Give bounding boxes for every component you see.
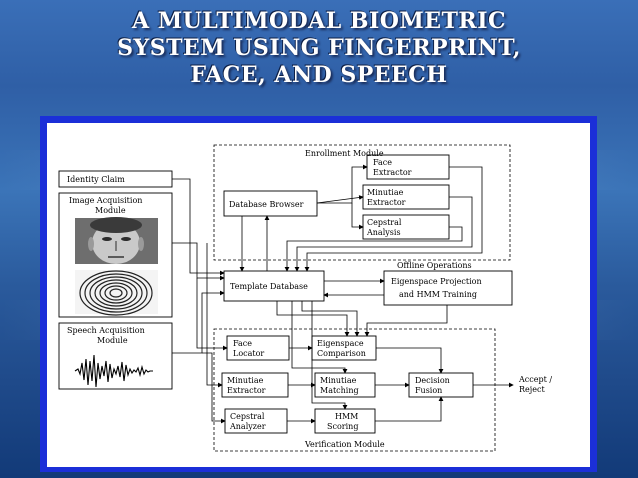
face-extractor-label-1: Face (373, 158, 392, 167)
eigenspace-comparison-label-1: Eigenspace (317, 339, 364, 348)
fingerprint-image (75, 270, 158, 316)
face-image (75, 217, 158, 264)
eigenspace-comparison-label-2: Comparison (317, 349, 366, 358)
system-diagram: Enrollment Module Verification Module Id… (47, 123, 590, 467)
cepstral-analysis-label-1: Cepstral (367, 218, 402, 227)
template-database-label: Template Database (230, 282, 308, 291)
image-acquisition-label-1: Image Acquisition (69, 196, 142, 205)
minutiae-matching-label-2: Matching (320, 386, 359, 395)
eigenspace-projection-label-2: and HMM Training (399, 290, 477, 299)
slide-title: A MULTIMODAL BIOMETRIC SYSTEM USING FING… (0, 8, 638, 89)
template-database-box (223, 270, 325, 302)
speech-acquisition-label-1: Speech Acquisition (67, 326, 145, 335)
decision-fusion-label-1: Decision (415, 376, 450, 385)
speech-acquisition-label-2: Module (97, 336, 128, 345)
verification-module-region (213, 328, 496, 452)
connectors (172, 164, 514, 424)
identity-claim-label: Identity Claim (67, 175, 125, 184)
minutiae-extractor-enroll-label-1: Minutiae (367, 188, 404, 197)
hmm-scoring-label-2: Scoring (327, 422, 358, 431)
enrollment-module-region (213, 144, 511, 261)
face-extractor-label-2: Extractor (373, 168, 412, 177)
cepstral-analyzer-label-1: Cepstral (230, 412, 265, 421)
accept-reject-label-1: Accept / (518, 375, 552, 384)
minutiae-extractor-verify-label-2: Extractor (227, 386, 266, 395)
minutiae-extractor-verify-label-1: Minutiae (227, 376, 264, 385)
eigenspace-projection-label-1: Eigenspace Projection (391, 277, 482, 286)
decision-fusion-label-2: Fusion (415, 386, 442, 395)
enrollment-module-label: Enrollment Module (305, 149, 384, 158)
image-acquisition-box (58, 192, 173, 318)
database-browser-box (223, 190, 318, 217)
face-locator-label-1: Face (233, 339, 252, 348)
title-line-2: SYSTEM USING FINGERPRINT, (117, 35, 521, 61)
speech-acquisition-box (58, 322, 173, 390)
offline-operations-label: Offline Operations (397, 261, 472, 270)
image-acquisition-label-2: Module (95, 206, 126, 215)
cepstral-analysis-label-2: Analysis (366, 228, 401, 237)
database-browser-label: Database Browser (229, 200, 304, 209)
title-line-1: A MULTIMODAL BIOMETRIC (131, 8, 507, 34)
eigenspace-projection-box (383, 270, 513, 306)
title-line-3: FACE, AND SPEECH (190, 62, 448, 88)
hmm-scoring-label-1: HMM (335, 412, 358, 421)
minutiae-extractor-enroll-label-2: Extractor (367, 198, 406, 207)
speech-waveform (74, 354, 153, 388)
face-locator-label-2: Locator (233, 349, 264, 358)
verification-module-label: Verification Module (304, 440, 385, 449)
cepstral-analyzer-label-2: Analyzer (229, 422, 266, 431)
accept-reject-label-2: Reject (519, 385, 545, 394)
minutiae-matching-label-1: Minutiae (320, 376, 357, 385)
